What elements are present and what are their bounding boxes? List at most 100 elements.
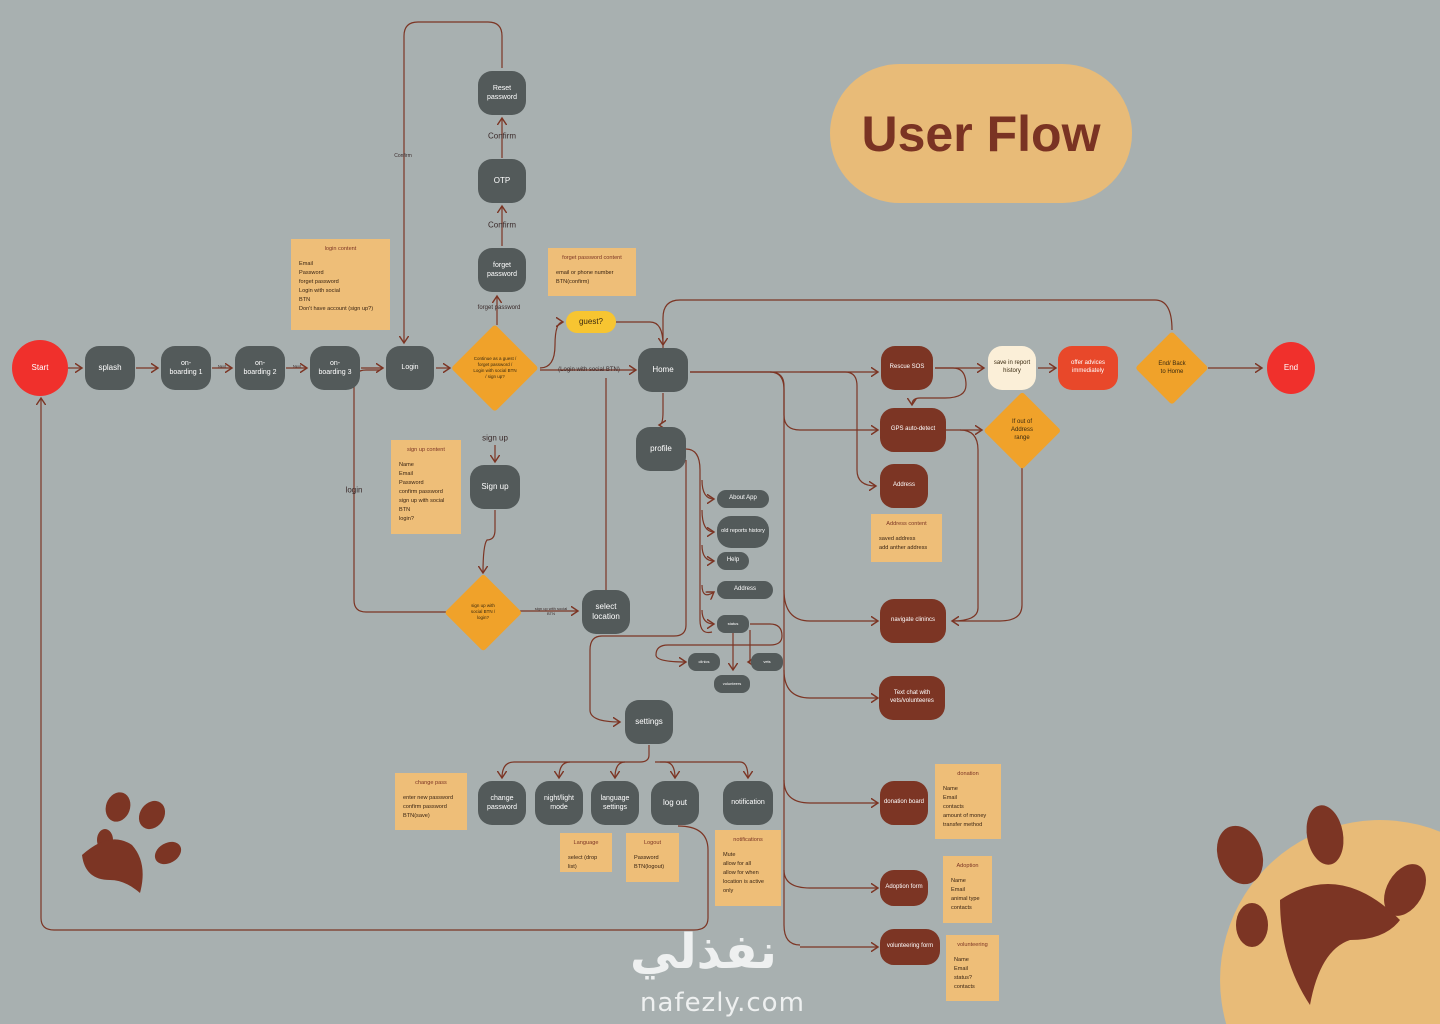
note-title: donation [957, 771, 979, 777]
note-line: Password [299, 269, 324, 276]
note-line: Email [299, 260, 313, 267]
note-line: email or phone number [556, 269, 614, 276]
note-line: amount of money [943, 812, 987, 819]
text-chat-node: Text chat with vets/volunteeres [879, 676, 945, 720]
watermark-latin: nafezly.com [640, 988, 805, 1018]
notification-node: notification [723, 781, 773, 825]
note-line: confirm password [399, 488, 443, 495]
address-node: Address [880, 464, 928, 508]
note-line: status? [954, 974, 973, 981]
confirm-label: Confirm [487, 220, 517, 230]
note-title: forget password content [562, 255, 622, 261]
note-title: notifications [733, 837, 763, 843]
volunteering-form-node: volunteering form [880, 929, 940, 965]
out-of-range-decision: If out of Address range [983, 391, 1061, 469]
vets-node: vets [751, 653, 783, 671]
note-line: BTN [399, 506, 411, 513]
note-line: contacts [943, 803, 964, 810]
paw-print-icon [82, 792, 182, 893]
note-line: animal type [951, 895, 980, 902]
reset-password-node: Reset password [478, 71, 526, 115]
sign-up-label: sign up [482, 433, 508, 443]
start-node: Start [12, 340, 68, 396]
note-line: Email [954, 965, 968, 972]
splash-node: splash [85, 346, 135, 390]
otp-node: OTP [478, 159, 526, 203]
login-decision: Continue as a guest / forget password / … [451, 324, 539, 412]
offer-advices-node: offer advices immediately [1058, 346, 1118, 390]
note-line: Login with social [299, 287, 341, 294]
note-line: location is active [723, 878, 765, 885]
navigate-clinics-node: navigate clinincs [880, 599, 946, 643]
forget-content-note: forget password content email or phone nu… [548, 248, 636, 296]
adoption-form-node: Adoption form [880, 870, 928, 906]
signup-decision: sign up with social BTN / login? [444, 573, 522, 651]
note-line: Mute [723, 851, 736, 858]
status-node: status [717, 615, 749, 633]
note-line: only [723, 887, 734, 894]
note-line: allow for all [723, 860, 751, 867]
note-title: Language [573, 840, 599, 846]
note-title: Logout [643, 840, 662, 846]
guest-node: guest? [566, 311, 616, 333]
night-light-node: night/light mode [535, 781, 583, 825]
note-line: Name [951, 877, 966, 884]
save-report-node: save in report history [988, 346, 1036, 390]
select-location-node: select location [582, 590, 630, 634]
confirm-label: Confirm [487, 131, 517, 141]
change-password-node: change password [478, 781, 526, 825]
note-line: Name [954, 956, 969, 963]
next-label: Next [217, 363, 227, 369]
note-line: forget password [299, 278, 339, 285]
profile-node: profile [636, 427, 686, 471]
note-line: Password [634, 854, 659, 861]
settings-node: settings [625, 700, 673, 744]
help-node: Help [717, 552, 749, 570]
login-node: Login [386, 346, 434, 390]
about-app-node: About App [717, 490, 769, 508]
onboarding-1-node: on- boarding 1 [161, 346, 211, 390]
note-lines: Mute allow for all allow for when location … [723, 851, 773, 896]
note-line: Don't have account (sign up?) [299, 305, 374, 312]
note-line: contacts [951, 904, 972, 911]
language-settings-node: language settings [591, 781, 639, 825]
note-line: Name [943, 785, 958, 792]
note-line: contacts [954, 983, 975, 990]
note-line: transfer method [943, 821, 983, 828]
note-title: Adoption [956, 863, 979, 869]
note-line: BTN(logout) [634, 863, 665, 870]
signup-social-label: sign up with social BTN [534, 606, 568, 616]
onboarding-3-node: on- boarding 3 [310, 346, 360, 390]
forget-password-label: forget password [477, 305, 521, 311]
rescue-sos-node: Rescue SOS [881, 346, 933, 390]
note-title: Address content [886, 521, 927, 527]
watermark-arabic: نفذلي [630, 924, 777, 980]
gps-node: GPS auto-detect [880, 408, 946, 452]
old-reports-node: old reports history [717, 516, 769, 548]
note-line: BTN [299, 296, 311, 303]
note-title: login content [324, 246, 357, 252]
note-line: Name [399, 461, 414, 468]
note-line: allow for when [723, 869, 759, 876]
onboarding-2-node: on- boarding 2 [235, 346, 285, 390]
next-label: Next [292, 363, 302, 369]
note-line: enter new password [403, 794, 454, 801]
note-title: sign up content [407, 447, 445, 453]
note-line: select (drop list) [568, 854, 598, 870]
note-line: add anther address [879, 544, 928, 551]
note-line: Password [399, 479, 424, 486]
